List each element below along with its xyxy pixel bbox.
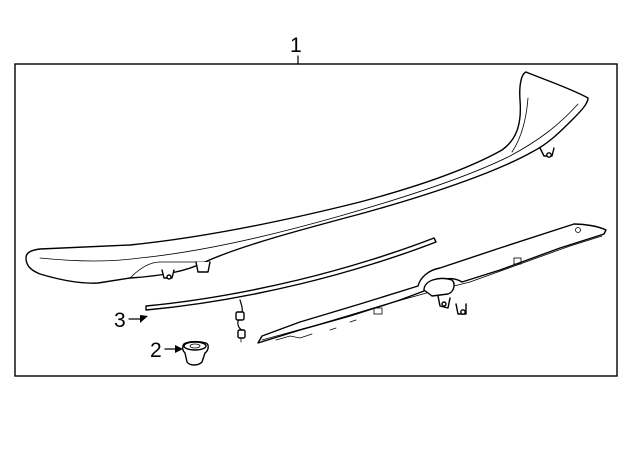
callout-2-arrowhead (175, 345, 183, 353)
callout-3-arrowhead (140, 315, 148, 323)
mounting-panel (257, 223, 607, 344)
diagram-frame (14, 63, 618, 377)
seal-strip (145, 237, 437, 343)
callout-1-label: 1 (290, 34, 302, 57)
callout-3-label: 3 (114, 309, 126, 332)
spoiler-assembly (25, 71, 589, 284)
callout-2-label: 2 (150, 339, 162, 362)
fastener-clip (181, 340, 209, 366)
